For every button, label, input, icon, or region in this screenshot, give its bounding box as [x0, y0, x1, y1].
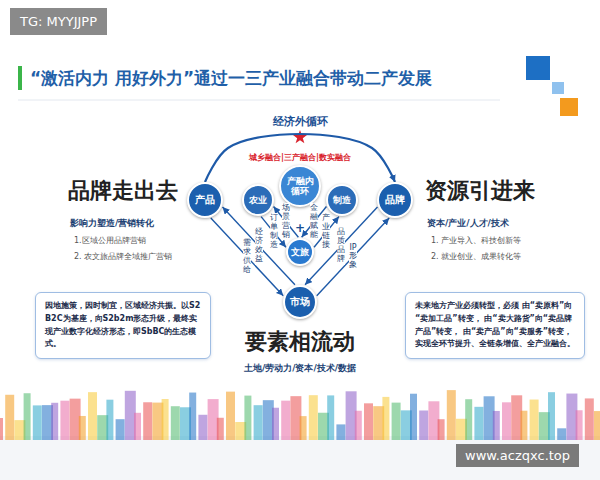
ground-band: [0, 436, 600, 480]
hub-circle: 农业: [242, 184, 274, 216]
building-shape: [33, 405, 42, 440]
building-shape: [60, 401, 69, 440]
watermark: TG: MYYJJPP: [10, 8, 107, 35]
building-shape: [364, 403, 373, 440]
building-shape: [309, 395, 318, 440]
node-text: 未来地方产业必须转型，必须 由“卖原料”向“卖加工品”转变， 由“卖大路货”向“…: [415, 300, 575, 351]
list-item: 2. 就业创业、成果转化等: [431, 251, 521, 262]
node-text: 制造: [333, 195, 351, 205]
building-shape: [244, 396, 251, 440]
building-shape: [217, 418, 224, 440]
building-shape: [548, 392, 555, 440]
node-text: 文旅: [291, 247, 309, 257]
skyline-illustration: [0, 390, 600, 440]
building-shape: [447, 390, 456, 440]
building-shape: [355, 411, 362, 440]
building-shape: [116, 419, 125, 440]
hub-circle: 产品: [187, 182, 223, 218]
building-shape: [392, 403, 401, 440]
building-shape: [520, 411, 527, 440]
building-shape: [106, 400, 113, 440]
edge-label: IP形象: [349, 243, 357, 271]
building-shape: [502, 402, 511, 440]
building-shape: [438, 419, 445, 440]
page-title: “激活内力 用好外力”通过一三产业融合带动二产发展: [30, 67, 432, 90]
star-mark: [293, 130, 307, 143]
edge-label: 金融赋能: [310, 203, 318, 240]
building-shape: [585, 398, 594, 440]
node-text: 因地施策，因时制宜，区域经济共振。以S2B2C为基座，向S2b2m形态升级，最终…: [45, 300, 201, 351]
building-shape: [51, 403, 58, 440]
section-subheading: 土地/劳动力/资本/技术/数据: [244, 362, 356, 375]
edge-label: 品质品牌: [337, 227, 345, 264]
title-bar: [18, 66, 22, 90]
node-text: 产融内循环: [285, 176, 315, 197]
building-shape: [171, 406, 180, 440]
building-shape: [474, 407, 483, 440]
plus-sign: +: [295, 221, 305, 235]
building-shape: [300, 416, 307, 440]
building-shape: [465, 399, 472, 440]
note-box: 因地施策，因时制宜，区域经济共振。以S2B2C为基座，向S2b2m形态升级，最终…: [35, 292, 211, 359]
section-subheading: 影响力塑造/营销转化: [70, 217, 154, 230]
hub-circle: 制造: [326, 184, 358, 216]
building-shape: [88, 392, 97, 440]
section-subheading: 资本/产业/人才/技术: [427, 217, 509, 230]
building-shape: [557, 428, 566, 440]
section-heading: 品牌走出去: [68, 176, 178, 206]
title-rule: [18, 100, 500, 101]
deco-square: [552, 82, 564, 94]
edge-label: 经济效益: [255, 227, 263, 264]
building-shape: [382, 397, 389, 440]
building-shape: [24, 393, 31, 440]
building-shape: [134, 413, 141, 440]
building-shape: [189, 393, 196, 440]
node-text: 农业: [249, 195, 267, 205]
building-shape: [79, 416, 86, 440]
node-text: 品牌: [385, 194, 405, 206]
building-shape: [576, 410, 583, 440]
list-item: 1.区域公用品牌营销: [74, 235, 146, 246]
node-text: 市场: [290, 296, 310, 308]
building-shape: [143, 402, 152, 440]
building-shape: [281, 401, 290, 440]
building-shape: [419, 410, 428, 440]
building-shape: [530, 400, 539, 440]
hub-circle: 文旅: [286, 238, 314, 266]
edge-label: 需求供给: [243, 238, 251, 275]
cycle-subtitle: 城乡融合|三产融合|数实融合: [249, 152, 351, 163]
building-shape: [327, 395, 334, 440]
building-shape: [198, 415, 207, 440]
node-text: 产品: [195, 194, 215, 206]
building-shape: [594, 411, 600, 440]
building-shape: [5, 395, 14, 440]
deco-square: [526, 56, 550, 80]
building-shape: [0, 418, 3, 440]
core-circle: 产融内循环: [279, 165, 321, 207]
hub-circle: 品牌: [377, 182, 413, 218]
edge-label: 产业链接: [322, 213, 330, 250]
list-item: 1. 产业导入、科技创新等: [431, 235, 521, 246]
section-heading: 要素相流动: [245, 327, 355, 357]
building-shape: [254, 405, 263, 440]
building-shape: [410, 394, 417, 440]
deco-square: [560, 98, 578, 116]
cycle-title: 经济外循环: [273, 114, 328, 129]
hub-circle: 市场: [283, 285, 317, 319]
edge-label: 场景营销: [282, 203, 290, 240]
note-box: 未来地方产业必须转型，必须 由“卖原料”向“卖加工品”转变， 由“卖大路货”向“…: [405, 292, 585, 359]
section-heading: 资源引进来: [425, 176, 535, 206]
list-item: 2. 农文旅品牌全域推广营销: [74, 251, 172, 262]
watermark: www.aczqxc.top: [456, 444, 579, 467]
building-shape: [226, 392, 235, 440]
building-shape: [336, 424, 345, 440]
building-shape: [493, 411, 500, 440]
building-shape: [162, 399, 169, 440]
building-shape: [272, 408, 279, 440]
edge-label: 订单制造: [270, 213, 278, 250]
